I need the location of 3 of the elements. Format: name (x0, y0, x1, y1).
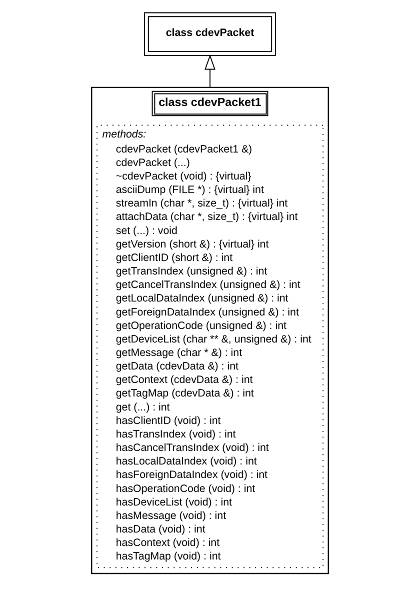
node-box: methods: cdevPacket (cdevPacket1 &) cdevPacket (...) ~cdevPacket (void) : {virtual} asciiDump (FILE *) : {virtual} int streamIn (char *, size_t) : {virtual} int attachData (char *, size_t) : {virtual} int set (...) : void getVersion (short &) : {virtual} int getClientID (short &) : int getTransIndex (unsigned &) : int getCancelTransIndex (unsigned &) : int getLocalDataIndex (unsigned &) : int getForeignDataIndex (unsigned &) : int getOperationCode (unsigned &) : int getDeviceList (char ** &, unsigned &) : int getMessage (char * &) : int getData (cdevData &) : int getContext (cdevData &) : int getTagMap (cdevData &) : int get (...) : int hasClientID (void) : int hasTransIndex (void) : int hasCancelTransIndex (void) : int hasLocalDataIndex (void) : int hasForeignDataIndex (void) : int hasOperationCode (void) : int hasDeviceList (void) : int hasMessage (void) : int hasData (void) : int hasContext (void) : int hasTagMap (void) : int (96, 124, 323, 568)
node-box: class cdevPacket (144, 12, 276, 56)
arrow (204, 54, 215, 88)
